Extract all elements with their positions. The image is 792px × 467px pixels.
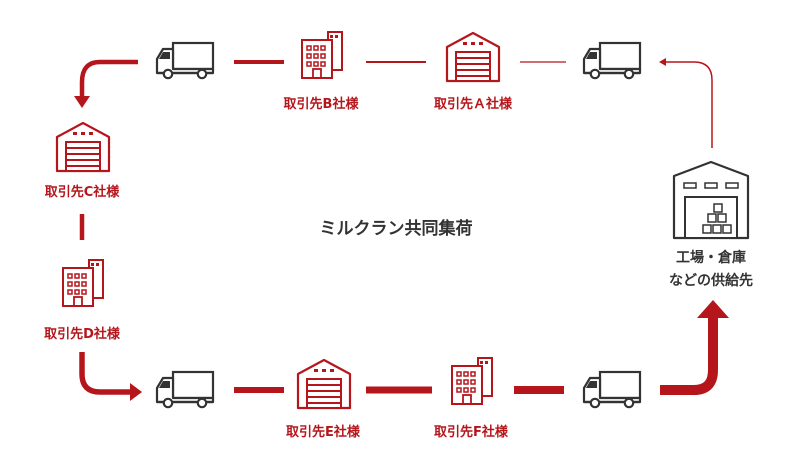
warehouse-icon <box>296 358 352 410</box>
supplier-d-label: 取引先D社様 <box>44 326 121 342</box>
factory-warehouse-icon <box>672 160 750 240</box>
center-title: ミルクラン共同集荷 <box>320 218 473 239</box>
arrow-head-up-icon <box>697 300 729 318</box>
truck-icon <box>582 41 642 80</box>
arrow-head-right-icon <box>130 383 142 401</box>
office-building-icon <box>301 31 343 79</box>
supplier-c-label: 取引先C社様 <box>45 184 121 200</box>
supplier-b-label: 取引先B社様 <box>284 96 360 112</box>
route-arrow-to-destination <box>660 318 718 395</box>
supplier-e-label: 取引先E社様 <box>286 424 361 440</box>
destination-label-line2: などの供給先 <box>669 272 753 289</box>
office-building-icon <box>451 357 493 405</box>
route-arrow-to-top-truck <box>666 61 713 148</box>
office-building-icon <box>62 259 104 307</box>
route-lines <box>74 58 729 401</box>
supplier-f-label: 取引先F社様 <box>434 424 509 440</box>
truck-icon <box>582 370 642 409</box>
warehouse-icon <box>55 121 111 173</box>
route-arrow-d-truck <box>79 352 132 395</box>
truck-icon <box>155 370 215 409</box>
route-arrow-to-c <box>79 59 138 98</box>
arrow-head-down-icon <box>74 96 90 108</box>
supplier-a-label: 取引先Ａ社様 <box>434 96 513 112</box>
truck-icon <box>155 41 215 80</box>
warehouse-icon <box>445 31 501 83</box>
arrow-head-left-icon <box>659 58 666 66</box>
destination-label-line1: 工場・倉庫 <box>676 249 746 266</box>
